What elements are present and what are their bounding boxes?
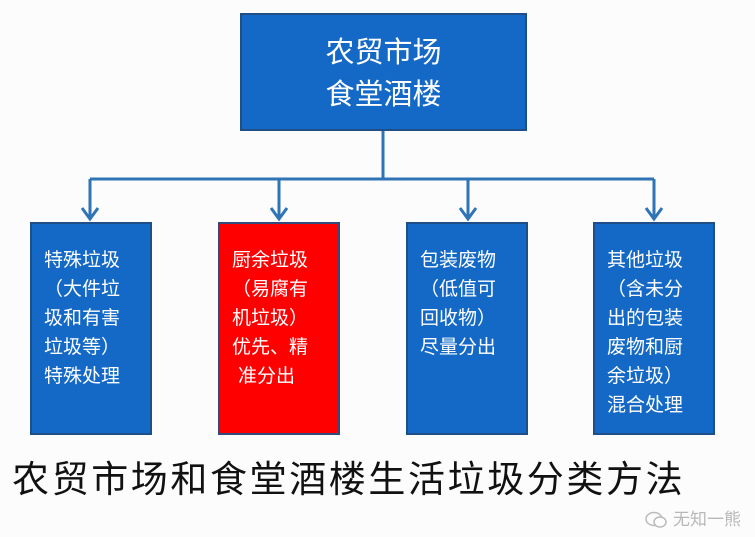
- watermark: 无知一熊: [645, 508, 741, 532]
- source-node: 农贸市场 食堂酒楼: [240, 13, 527, 131]
- node-line: 出的包装: [607, 307, 684, 329]
- diagram-title: 农贸市场和食堂酒楼生活垃圾分类方法: [12, 458, 686, 501]
- node-line: （大件垃: [44, 278, 121, 300]
- node-line: 优先、精: [232, 336, 309, 358]
- source-line: 农贸市场: [325, 35, 442, 69]
- node-line: 厨余垃圾: [232, 249, 309, 271]
- node-line: （易腐有: [232, 278, 309, 300]
- node-line: 机垃圾）: [232, 307, 309, 329]
- arrowhead-1: [80, 207, 100, 222]
- source-line: 食堂酒楼: [325, 77, 442, 111]
- node-line: 准分出: [232, 365, 296, 387]
- wechat-icon: [645, 511, 667, 528]
- node-line: 特殊垃圾: [44, 249, 121, 271]
- node-line: 废物和厨: [607, 336, 684, 358]
- node-packaging-waste: 包装废物 （低值可 回收物） 尽量分出: [406, 222, 528, 435]
- watermark-text: 无知一熊: [673, 510, 741, 530]
- node-kitchen-waste: 厨余垃圾 （易腐有 机垃圾） 优先、精 准分出: [218, 222, 340, 435]
- node-line: （含未分: [607, 278, 684, 300]
- node-other-waste: 其他垃圾 （含未分 出的包装 废物和厨 余垃圾） 混合处理: [593, 222, 715, 435]
- node-line: 尽量分出: [420, 336, 497, 358]
- node-line: 其他垃圾: [607, 249, 684, 271]
- node-line: 余垃圾）: [607, 365, 684, 387]
- node-line: 特殊处理: [44, 365, 121, 387]
- node-line: 包装废物: [420, 249, 497, 271]
- node-line: 混合处理: [607, 394, 684, 416]
- node-line: 回收物）: [420, 307, 497, 329]
- arrowhead-2: [269, 207, 289, 222]
- node-line: 垃圾等）: [44, 336, 121, 358]
- node-special-waste: 特殊垃圾 （大件垃 圾和有害 垃圾等） 特殊处理: [30, 222, 152, 435]
- node-line: （低值可: [420, 278, 497, 300]
- arrowhead-4: [644, 207, 664, 222]
- node-line: 圾和有害: [44, 307, 121, 329]
- arrowhead-3: [458, 207, 478, 222]
